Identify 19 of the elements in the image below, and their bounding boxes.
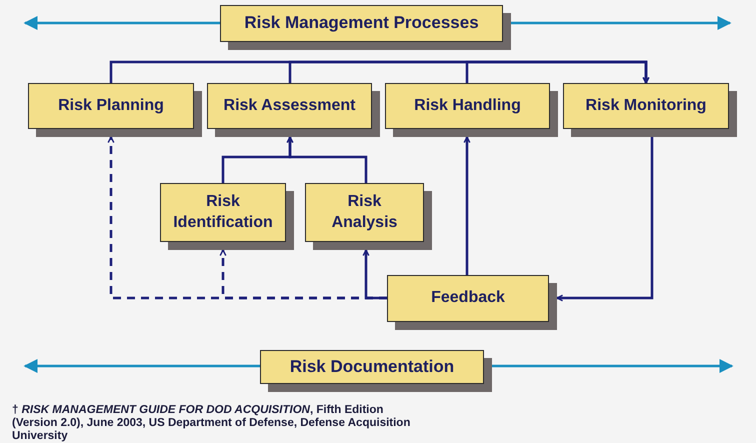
footnote: † RISK MANAGEMENT GUIDE FOR DOD ACQUISITION, Fifth Edition (Version 2.0), June 2003, US Department of Defense, Defense Acquisition University <box>12 404 412 443</box>
box-label: Risk Documentation <box>290 356 454 378</box>
box-label: Risk Analysis <box>330 192 398 232</box>
box-label: Risk Identification <box>172 192 274 232</box>
arrow <box>466 60 650 84</box>
box-label: Risk Planning <box>58 96 164 116</box>
box-label: Risk Assessment <box>224 96 356 116</box>
box-label: Risk Management Processes <box>244 12 479 34</box>
arrow <box>286 136 368 183</box>
arrow <box>24 359 260 373</box>
arrow <box>464 136 470 275</box>
arrow <box>492 359 734 373</box>
box-label: Risk Handling <box>414 96 521 116</box>
dashed-arrow <box>108 136 387 300</box>
arrow <box>511 16 732 30</box>
box-label: Risk Monitoring <box>586 96 706 116</box>
box-label: Feedback <box>431 288 505 308</box>
arrow <box>24 16 220 30</box>
arrow <box>556 137 654 302</box>
